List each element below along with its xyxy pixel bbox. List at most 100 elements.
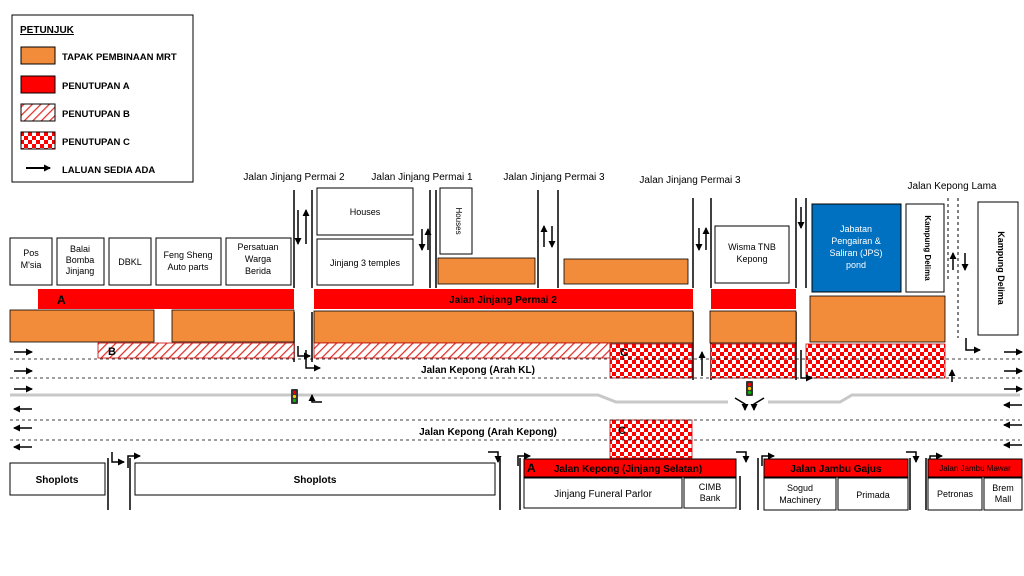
building-dbkl	[108, 237, 152, 286]
arrow-u-turn-2	[750, 397, 765, 411]
legend-label-c: PENUTUPAN C	[62, 137, 130, 148]
closure-c-segment-3	[805, 343, 946, 379]
legend-label-b: PENUTUPAN B	[62, 109, 130, 120]
closure-b-segment-2	[313, 342, 611, 359]
legend-swatch-hatch	[20, 103, 56, 122]
building-kampung-delima-1	[905, 203, 945, 293]
direction-arrows	[13, 207, 1023, 468]
traffic-light-icon	[291, 389, 298, 404]
arrow-turn-8	[488, 451, 502, 463]
mrt-site-5	[313, 310, 694, 344]
building-petronas-label: Petronas	[937, 489, 974, 499]
building-shoplots-2	[134, 462, 496, 496]
street-kepong-kl-label: Jalan Kepong (Arah KL)	[421, 365, 535, 376]
arrow-turn-4	[800, 350, 813, 382]
street-kepong-kepong-label: Jalan Kepong (Arah Kepong)	[419, 427, 557, 438]
arrow-turn-9	[517, 452, 531, 466]
street-jinjang-permai-3-label-b: Jalan Jinjang Permai 3	[639, 175, 741, 186]
building-kampung-delima-1-label: Kampung Delima	[923, 215, 932, 281]
legend-label-mrt: TAPAK PEMBINAAN MRT	[62, 52, 177, 63]
mrt-site-4	[171, 309, 295, 343]
zone-marker-c-top: C	[620, 347, 628, 359]
zone-marker-b: B	[108, 346, 116, 358]
legend-swatch-red	[20, 75, 56, 94]
building-dbkl-label: DBKL	[118, 257, 142, 267]
mrt-construction-sites	[9, 257, 946, 344]
legend-box	[11, 14, 194, 183]
street-jinjang-selatan-label: Jalan Kepong (Jinjang Selatan)	[554, 464, 702, 475]
zone-marker-a-top: A	[57, 293, 66, 307]
road-median	[10, 393, 1020, 404]
street-kepong-lama-label: Jalan Kepong Lama	[908, 181, 997, 192]
arrow-turn-5	[965, 338, 981, 354]
buildings-south: Shoplots Shoplots A Jalan Kepong (Jinjan…	[9, 458, 1023, 511]
closure-a-south-jinjang	[523, 458, 737, 478]
building-kampung-delima-2	[977, 201, 1019, 336]
legend-label-route: LALUAN SEDIA ADA	[62, 165, 155, 176]
building-houses-label: Houses	[350, 207, 381, 217]
closure-c	[609, 343, 946, 459]
building-sogud	[763, 477, 837, 511]
arrow-turn-3	[308, 394, 322, 403]
building-shoplots-1	[9, 462, 106, 496]
building-kampung-delima-2-label: Kampung Delima	[996, 231, 1006, 306]
street-jinjang-permai-1-label: Jalan Jinjang Permai 1	[371, 172, 473, 183]
building-wisma-tnb	[714, 225, 790, 284]
building-temples	[316, 238, 414, 286]
closure-c-segment-4	[609, 419, 693, 459]
closure-a-segment-3	[711, 289, 796, 309]
building-jps	[811, 203, 902, 293]
building-cimb	[683, 477, 737, 509]
building-persatuan	[225, 237, 292, 286]
closure-a-north: A Jalan Jinjang Permai 2	[38, 289, 796, 309]
mrt-site-1	[437, 257, 536, 285]
building-funeral	[523, 477, 683, 509]
building-temples-label: Jinjang 3 temples	[330, 258, 401, 268]
building-primada	[837, 477, 909, 511]
legend-title: PETUNJUK	[20, 25, 75, 36]
street-jinjang-permai-3-label-a: Jalan Jinjang Permai 3	[503, 172, 605, 183]
street-jinjang-permai-2-band-label: Jalan Jinjang Permai 2	[449, 295, 557, 306]
mrt-site-7	[809, 295, 946, 343]
building-brem	[983, 477, 1023, 511]
arrow-turn-1	[297, 346, 311, 360]
closure-c-segment-1	[609, 343, 693, 379]
legend-swatch-checker	[20, 131, 56, 150]
arrow-turn-2	[305, 350, 321, 372]
building-bomba	[56, 237, 105, 286]
street-jambu-gajus-label: Jalan Jambu Gajus	[790, 464, 882, 475]
building-shoplots-2-label: Shoplots	[294, 475, 337, 486]
closure-c-segment-2	[710, 343, 796, 379]
closure-a-segment-2	[314, 289, 693, 309]
building-houses-vertical	[439, 187, 473, 255]
mrt-site-2	[563, 258, 689, 285]
building-pos	[9, 237, 53, 286]
building-shoplots-1-label: Shoplots	[36, 475, 79, 486]
building-primada-label: Primada	[856, 490, 890, 500]
arrow-turn-6	[111, 452, 125, 466]
arrow-turn-7	[127, 452, 141, 468]
closure-a-segment-1	[38, 289, 294, 309]
building-houses-vertical-label: Houses	[454, 207, 463, 234]
legend-swatch-orange	[20, 46, 56, 65]
street-jambu-mawar-label: Jalan Jambu Mawar	[939, 464, 1011, 473]
arrow-u-turn-1	[734, 397, 749, 411]
arrow-turn-10	[736, 451, 750, 463]
zone-marker-c-bottom: C	[618, 425, 626, 437]
south-side-roads	[107, 458, 927, 510]
building-feng-sheng	[155, 237, 222, 286]
building-funeral-label: Jinjang Funeral Parlor	[554, 489, 652, 500]
legend-label-a: PENUTUPAN A	[62, 81, 130, 92]
building-houses	[316, 187, 414, 236]
arrow-turn-12	[906, 451, 920, 463]
